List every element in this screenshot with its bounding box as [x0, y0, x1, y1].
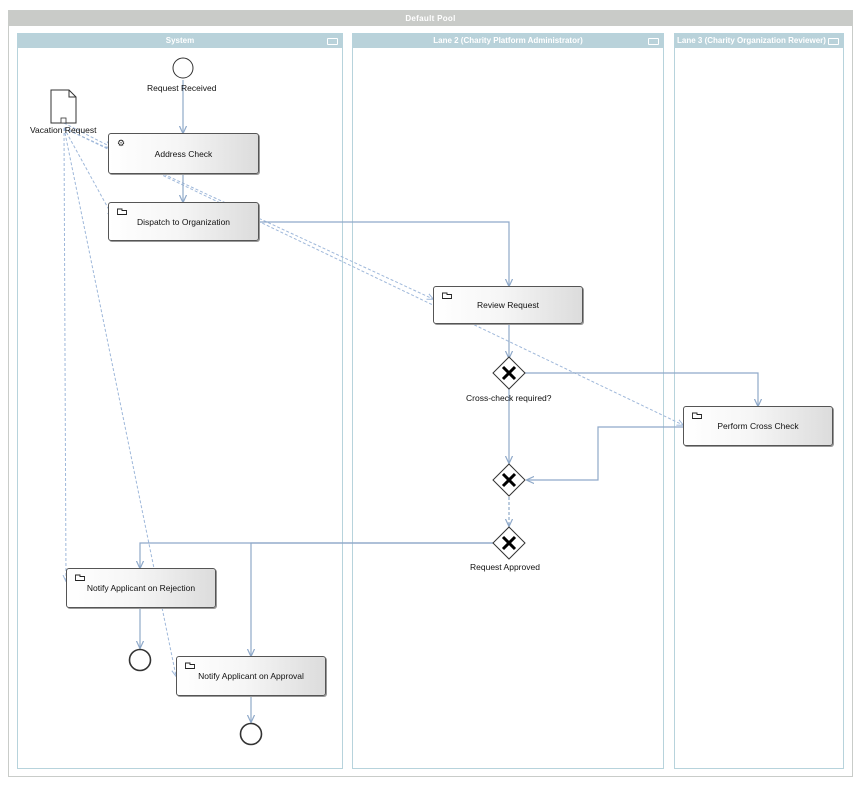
association-line	[63, 122, 111, 147]
task-label: Notify Applicant on Approval	[198, 671, 304, 681]
task-label: Address Check	[154, 148, 213, 159]
sequence-flow	[527, 426, 683, 480]
sequence-flows	[140, 80, 758, 722]
gateway-label: Request Approved	[470, 562, 540, 572]
end-event[interactable]	[239, 722, 263, 746]
user-task-icon	[75, 574, 85, 583]
association-line	[63, 127, 113, 217]
task-label: Notify Applicant on Rejection	[86, 583, 196, 593]
task-address-check[interactable]: ⚙ Address Check	[108, 133, 259, 174]
start-event-label: Request Received	[147, 83, 217, 93]
task-review-request[interactable]: Review Request	[433, 286, 583, 324]
task-notify-applicant-on-approval[interactable]: Notify Applicant on Approval	[176, 656, 326, 696]
exclusive-gateway[interactable]	[492, 463, 526, 497]
start-event[interactable]	[172, 57, 194, 79]
gear-icon: ⚙	[117, 138, 126, 148]
minimize-icon[interactable]	[828, 38, 839, 45]
end-event[interactable]	[128, 648, 152, 672]
pool-title: Default Pool	[9, 11, 852, 26]
minimize-icon[interactable]	[327, 38, 338, 45]
exclusive-gateway[interactable]	[492, 526, 526, 560]
task-label: Dispatch to Organization	[136, 216, 231, 227]
task-notify-applicant-on-rejection[interactable]: Notify Applicant on Rejection	[66, 568, 216, 608]
lane-title: System	[18, 34, 342, 48]
lane-platform-administrator: Lane 2 (Charity Platform Administrator)	[352, 33, 664, 769]
task-label: Perform Cross Check	[717, 421, 799, 431]
sequence-flow	[140, 542, 493, 568]
task-label: Review Request	[477, 300, 539, 310]
task-dispatch-to-organization[interactable]: Dispatch to Organization	[108, 202, 259, 241]
data-object[interactable]	[50, 89, 77, 124]
gateway-label: Cross-check required?	[466, 393, 552, 403]
user-task-icon	[442, 292, 452, 301]
lane-system: System	[17, 33, 343, 769]
lane-title: Lane 2 (Charity Platform Administrator)	[353, 34, 663, 48]
user-task-icon	[185, 662, 195, 671]
exclusive-gateway[interactable]	[492, 356, 526, 390]
sequence-flow	[259, 221, 509, 286]
user-task-icon	[692, 412, 702, 421]
user-task-icon	[117, 208, 127, 217]
data-object-label: Vacation Request	[30, 125, 97, 135]
association-line	[64, 127, 66, 581]
lane-title: Lane 3 (Charity Organization Reviewer)	[675, 34, 843, 48]
association-line	[63, 127, 683, 425]
sequence-flow	[251, 542, 493, 656]
task-perform-cross-check[interactable]: Perform Cross Check	[683, 406, 833, 446]
sequence-flow	[524, 372, 758, 406]
minimize-icon[interactable]	[648, 38, 659, 45]
